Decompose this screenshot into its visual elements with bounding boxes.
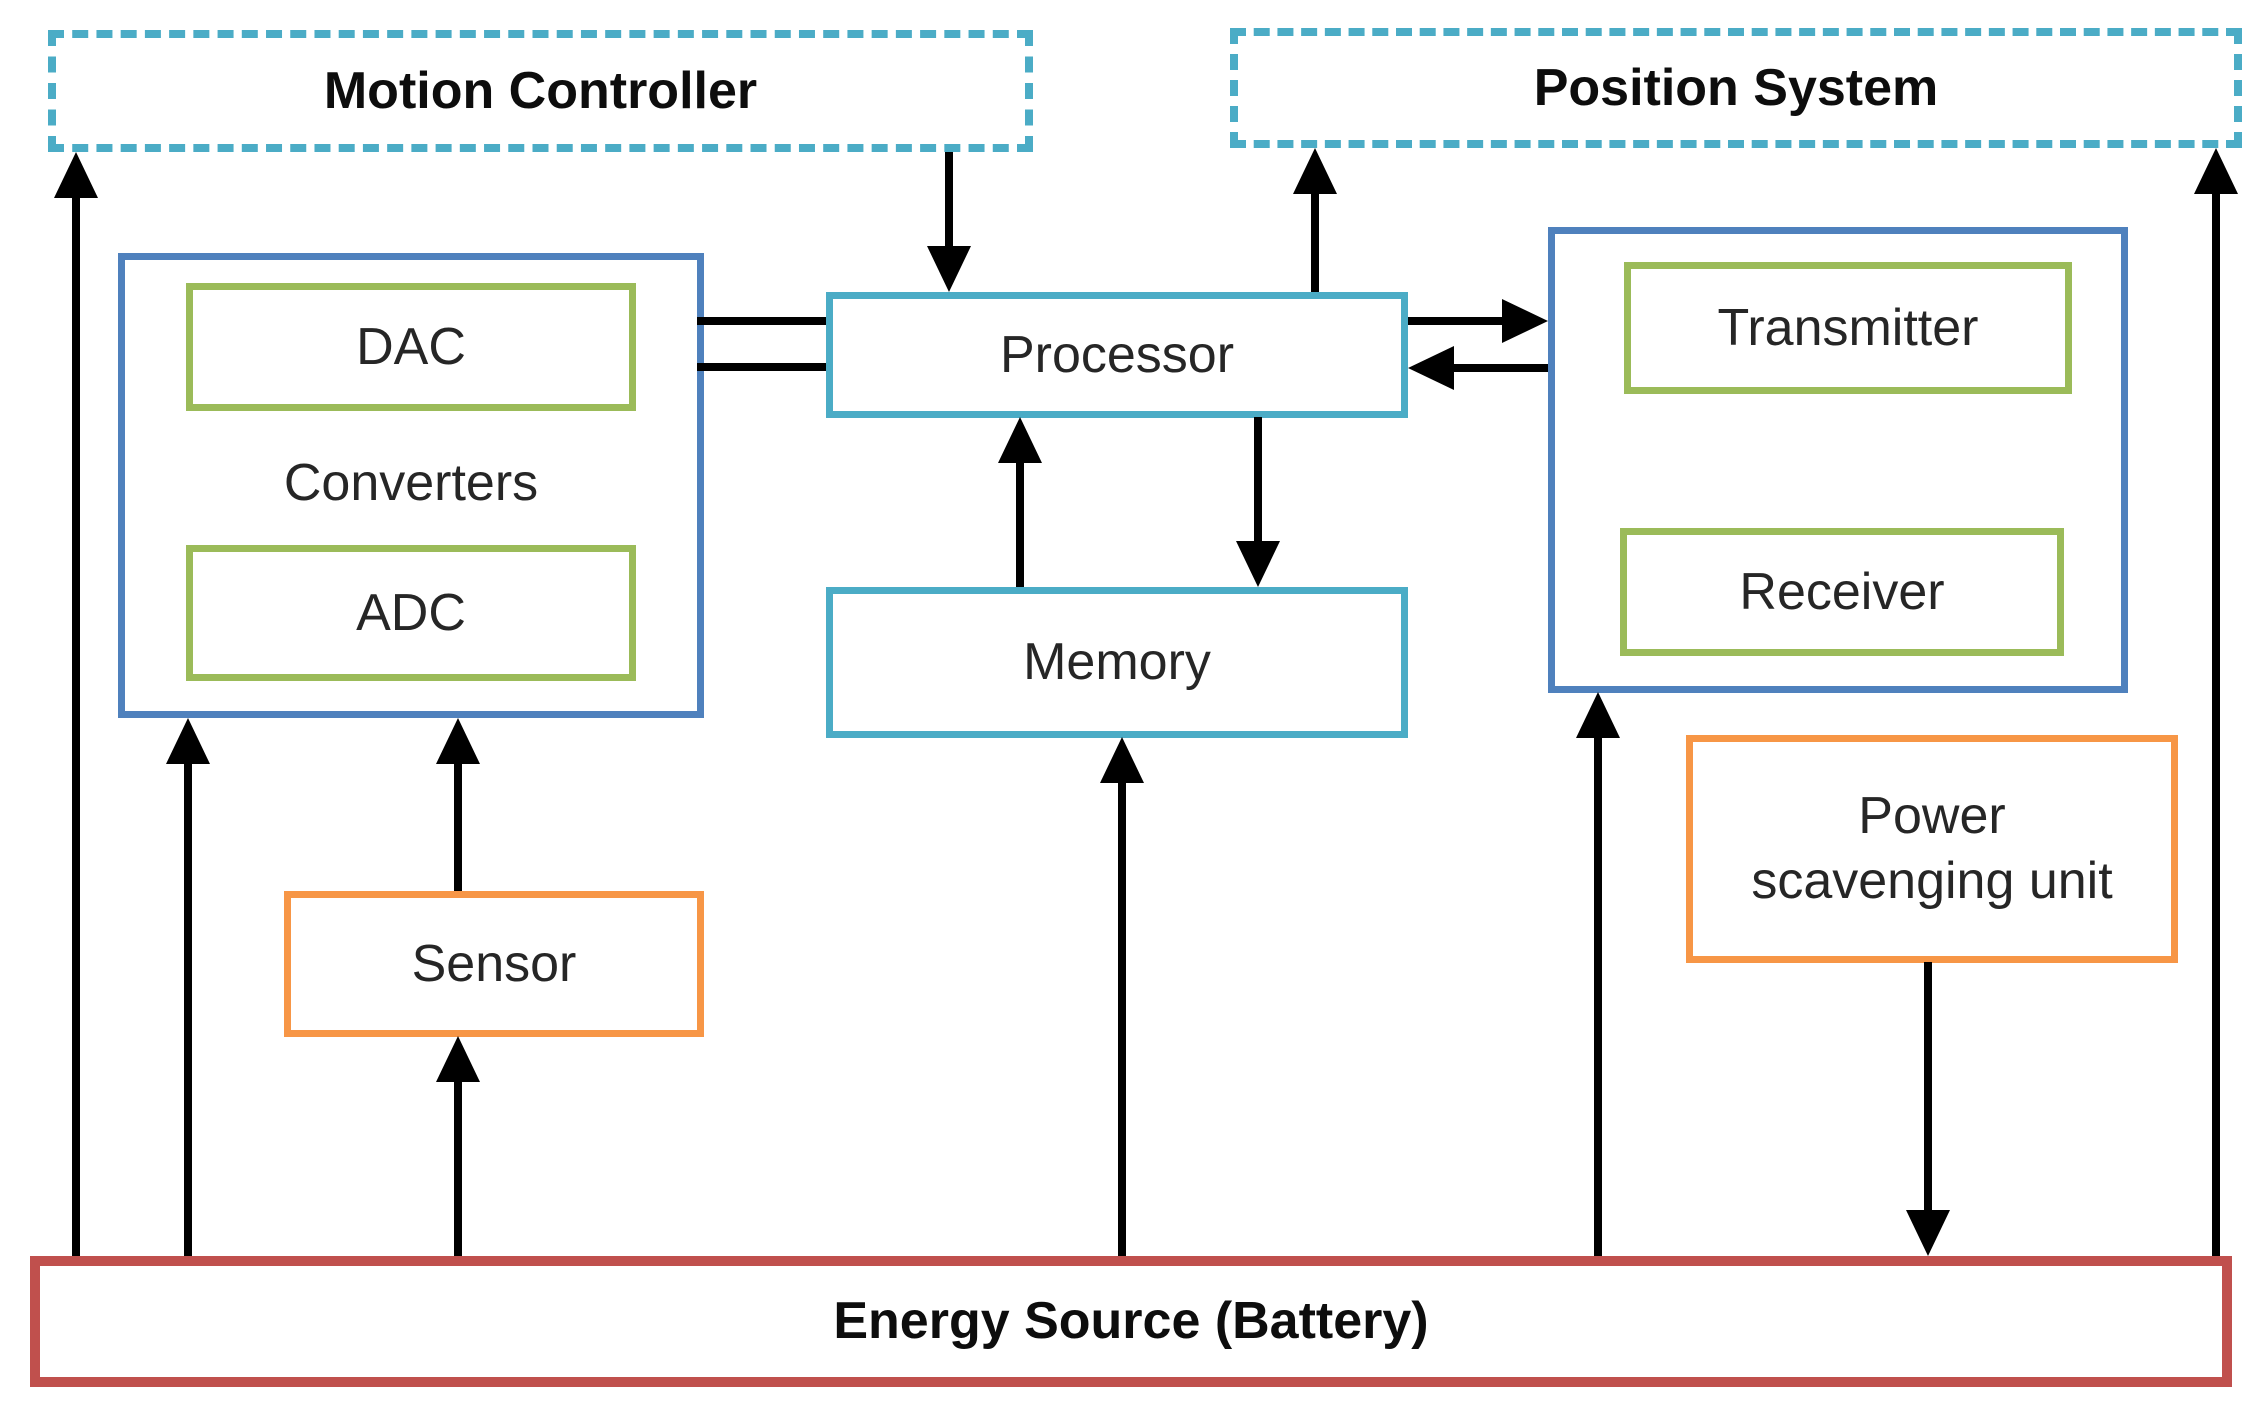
dac-label: DAC <box>356 317 466 376</box>
processor-box: Processor <box>826 292 1408 418</box>
power-scavenging-unit-box: Power scavenging unit <box>1686 735 2178 963</box>
processor-label: Processor <box>999 325 1235 384</box>
converters-label: Converters <box>283 453 539 512</box>
position-system-label: Position System <box>1533 58 1939 117</box>
transmitter-box: Transmitter <box>1624 262 2072 394</box>
memory-label: Memory <box>1023 633 1211 691</box>
power-scavenging-unit-label: Power scavenging unit <box>1751 787 2113 910</box>
converters-label-wrap: Converters <box>118 448 704 518</box>
adc-box: ADC <box>186 545 636 681</box>
motion-controller-label: Motion Controller <box>323 61 758 120</box>
receiver-label: Receiver <box>1739 562 1945 621</box>
sensor-label: Sensor <box>411 934 577 993</box>
memory-box: Memory <box>826 587 1408 738</box>
adc-label: ADC <box>356 583 466 642</box>
sensor-box: Sensor <box>284 891 704 1037</box>
transmitter-label: Transmitter <box>1717 298 1979 357</box>
motion-controller-box: Motion Controller <box>48 30 1033 152</box>
dac-box: DAC <box>186 283 636 411</box>
position-system-box: Position System <box>1230 28 2242 148</box>
receiver-box: Receiver <box>1620 528 2064 656</box>
energy-source-label: Energy Source (Battery) <box>833 1292 1429 1350</box>
energy-source-box: Energy Source (Battery) <box>30 1256 2232 1387</box>
